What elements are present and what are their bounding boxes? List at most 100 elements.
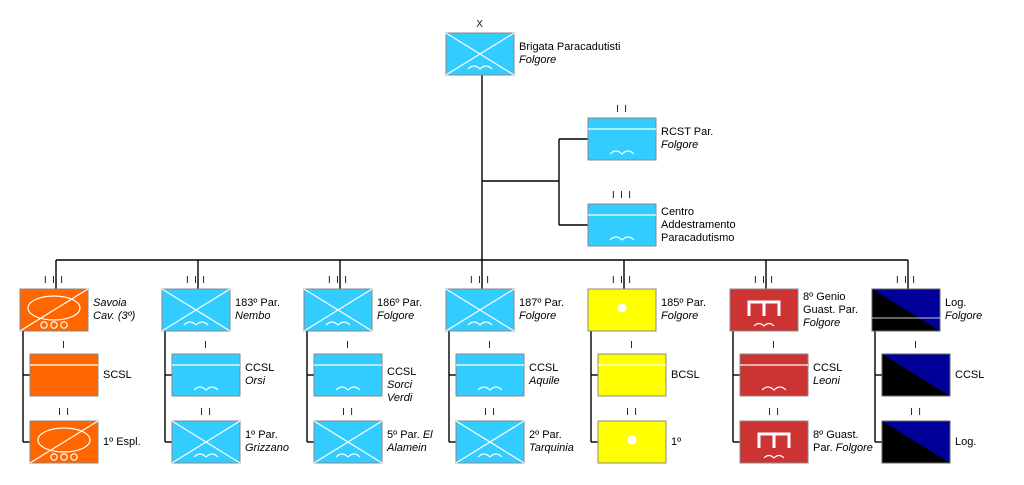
artillery185-label-line-2: Folgore [661, 310, 699, 322]
guast8-echelon-marker: I I [767, 407, 781, 418]
guast8-label-line-1: 8º Guast. [813, 429, 859, 441]
grizzano-echelon-marker: I I [199, 407, 213, 418]
savoia-label-line-1: Savoia [93, 297, 127, 309]
art1-label-line-1: 1º [671, 435, 682, 448]
bcsl-echelon-marker: I [630, 340, 634, 351]
folgore186-echelon-marker: I I I [327, 275, 349, 286]
tarquinia-label-line-1: 2º Par. [529, 429, 562, 441]
scsl-savoia-symbol-icon[interactable] [29, 353, 99, 397]
grizzano-label-line-1: 1º Par. [245, 429, 278, 441]
log-folgore-echelon-marker: I I I [895, 275, 917, 286]
ccsl-aquile-label-line-1: CCSL [529, 362, 559, 374]
ccsl-orsi-label-line-1: CCSL [245, 362, 275, 374]
artillery185-symbol-icon[interactable] [587, 288, 657, 332]
bcsl-label: BCSL [671, 369, 700, 382]
scsl-savoia-echelon-marker: I [62, 340, 66, 351]
ccsl-log-symbol-icon[interactable] [881, 353, 951, 397]
ccsl-sorci-echelon-marker: I [346, 340, 350, 351]
espl-label-line-1: 1º Espl. [103, 435, 141, 448]
alamein-symbol-icon[interactable] [313, 420, 383, 464]
centro-symbol-icon[interactable] [587, 203, 657, 247]
rcst-symbol-icon[interactable] [587, 117, 657, 161]
rcst-label-line-1: RCST Par. [661, 126, 714, 138]
folgore187-label: 187º Par.Folgore [519, 297, 564, 323]
alamein-label-line-2: Alamein [387, 442, 427, 454]
log-label-line-1: Log. [955, 435, 977, 448]
ccsl-leoni-label-line-2: Leoni [813, 375, 840, 387]
genio8-label-line-1: 8º Genio [803, 290, 846, 303]
ccsl-log-label-line-1: CCSL [955, 368, 985, 381]
log-echelon-marker: I I [909, 407, 923, 418]
bcsl-label-line-1: BCSL [671, 368, 700, 381]
ccsl-log-label: CCSL [955, 369, 984, 382]
ccsl-sorci-symbol-icon[interactable] [313, 353, 383, 397]
brigade-label-line-2: Folgore [519, 54, 557, 66]
alamein-echelon-marker: I I [341, 407, 355, 418]
brigade-echelon-marker: X [476, 19, 484, 30]
art1-symbol-icon[interactable] [597, 420, 667, 464]
guast8-label: 8º Guast.Par. Folgore [813, 429, 873, 455]
connector-lines [22, 75, 909, 443]
brigade-label-line-1: Brigata Paracadutisti [519, 41, 621, 53]
ccsl-orsi-echelon-marker: I [204, 340, 208, 351]
ccsl-leoni-symbol-icon[interactable] [739, 353, 809, 397]
genio8-label-line-3: Folgore [803, 316, 841, 329]
nembo-symbol-icon[interactable] [161, 288, 231, 332]
ccsl-aquile-label-line-2: Aquile [529, 375, 560, 387]
tarquinia-symbol-icon[interactable] [455, 420, 525, 464]
savoia-symbol-icon[interactable] [19, 288, 89, 332]
folgore186-label-line-2: Folgore [377, 310, 415, 322]
espl-echelon-marker: I I [57, 407, 71, 418]
rcst-label: RCST Par.Folgore [661, 126, 713, 152]
genio8-symbol-icon[interactable] [729, 288, 799, 332]
log-symbol-icon[interactable] [881, 420, 951, 464]
guast8-label-line-2: Par. Folgore [813, 442, 873, 454]
folgore187-label-line-1: 187º Par. [519, 297, 564, 309]
folgore186-label: 186º Par.Folgore [377, 297, 422, 323]
tarquinia-echelon-marker: I I [483, 407, 497, 418]
brigade-symbol-icon[interactable] [445, 32, 515, 76]
ccsl-sorci-label-line-2: Sorci [387, 378, 413, 391]
ccsl-aquile-symbol-icon[interactable] [455, 353, 525, 397]
grizzano-label-line-2: Grizzano [245, 442, 290, 454]
folgore186-symbol-icon[interactable] [303, 288, 373, 332]
tarquinia-label-line-2: Tarquinia [529, 442, 574, 454]
folgore187-symbol-icon[interactable] [445, 288, 515, 332]
centro-label-line-3: Paracadutismo [661, 231, 735, 244]
artillery185-label: 185º Par.Folgore [661, 297, 706, 323]
centro-echelon-marker: I I I [611, 190, 633, 201]
unit-symbols [19, 32, 951, 464]
log-folgore-label-line-1: Log. [945, 297, 967, 309]
genio8-echelon-marker: I I I [753, 275, 775, 286]
log-folgore-label-line-2: Folgore [945, 310, 983, 322]
espl-symbol-icon[interactable] [29, 420, 99, 464]
ccsl-leoni-label-line-1: CCSL [813, 362, 843, 374]
centro-label-line-1: Centro [661, 205, 695, 218]
savoia-echelon-marker: I I I [43, 275, 65, 286]
artillery185-label-line-1: 185º Par. [661, 297, 706, 309]
tarquinia-label: 2º Par.Tarquinia [529, 429, 574, 455]
art1-label: 1º [671, 436, 681, 449]
folgore186-label-line-1: 186º Par. [377, 297, 422, 309]
log-folgore-symbol-icon[interactable] [871, 288, 941, 332]
art1-echelon-marker: I I [625, 407, 639, 418]
artillery185-echelon-marker: I I I [611, 275, 633, 286]
grizzano-symbol-icon[interactable] [171, 420, 241, 464]
ccsl-orsi-symbol-icon[interactable] [171, 353, 241, 397]
folgore187-label-line-2: Folgore [519, 310, 557, 322]
bcsl-symbol-icon[interactable] [597, 353, 667, 397]
grizzano-label: 1º Par.Grizzano [245, 429, 289, 455]
guast8-symbol-icon[interactable] [739, 420, 809, 464]
centro-label-line-2: Addestramento [661, 218, 736, 231]
savoia-label-line-2: Cav. (3º) [93, 310, 136, 322]
nembo-label: 183º Par.Nembo [235, 297, 280, 323]
nembo-echelon-marker: I I I [185, 275, 207, 286]
